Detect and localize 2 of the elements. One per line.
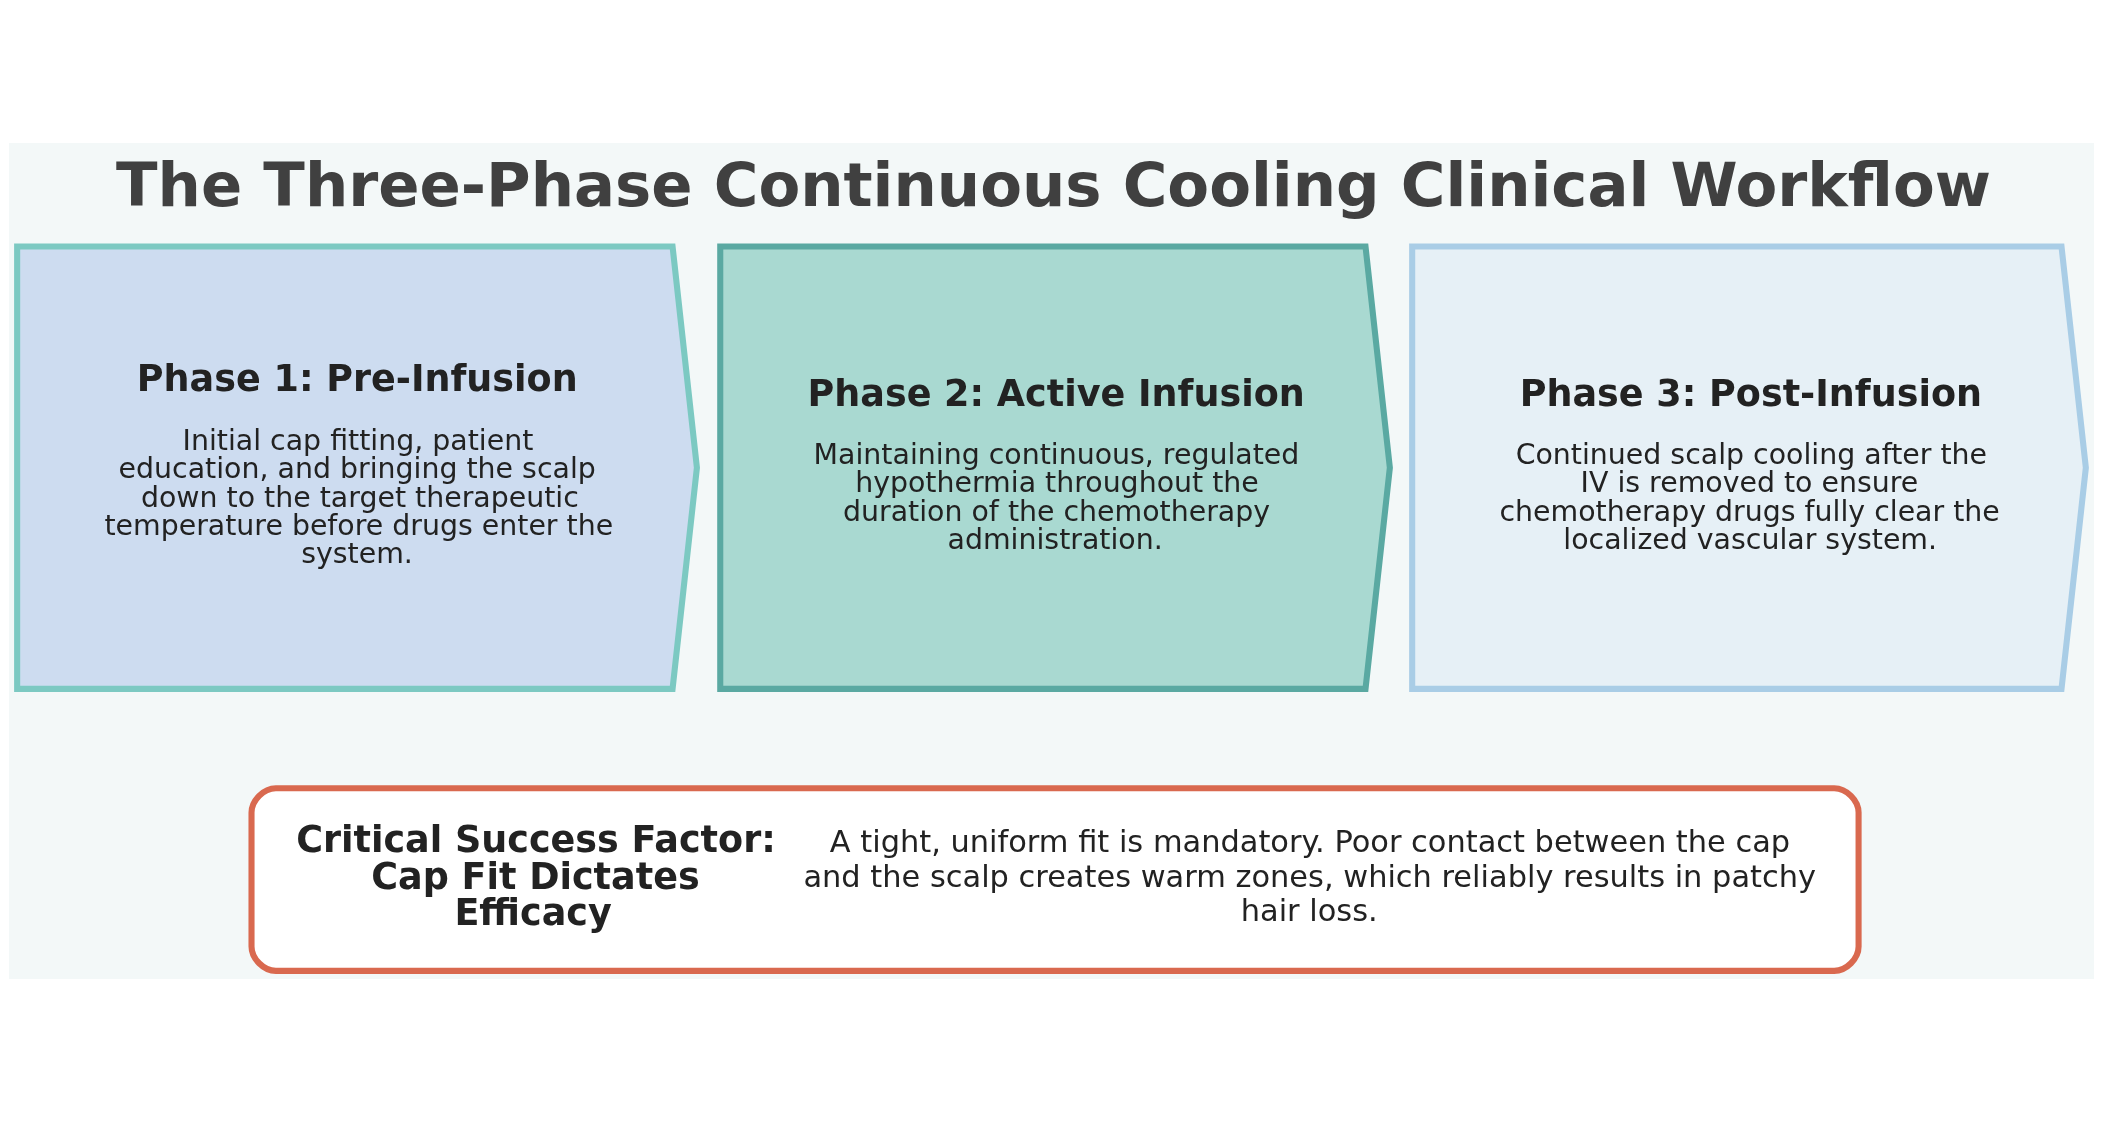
diagram-title: The Three-Phase Continuous Cooling Clinical Workflow [116,148,1991,220]
node-box: Critical Success Factor: Cap Fit Dictates Efficacy A tight, uniform fit is mandatory. Poor contact between the cap and the scalp creates warm zones, which reliably results in patchy hair loss. [248,784,1862,974]
